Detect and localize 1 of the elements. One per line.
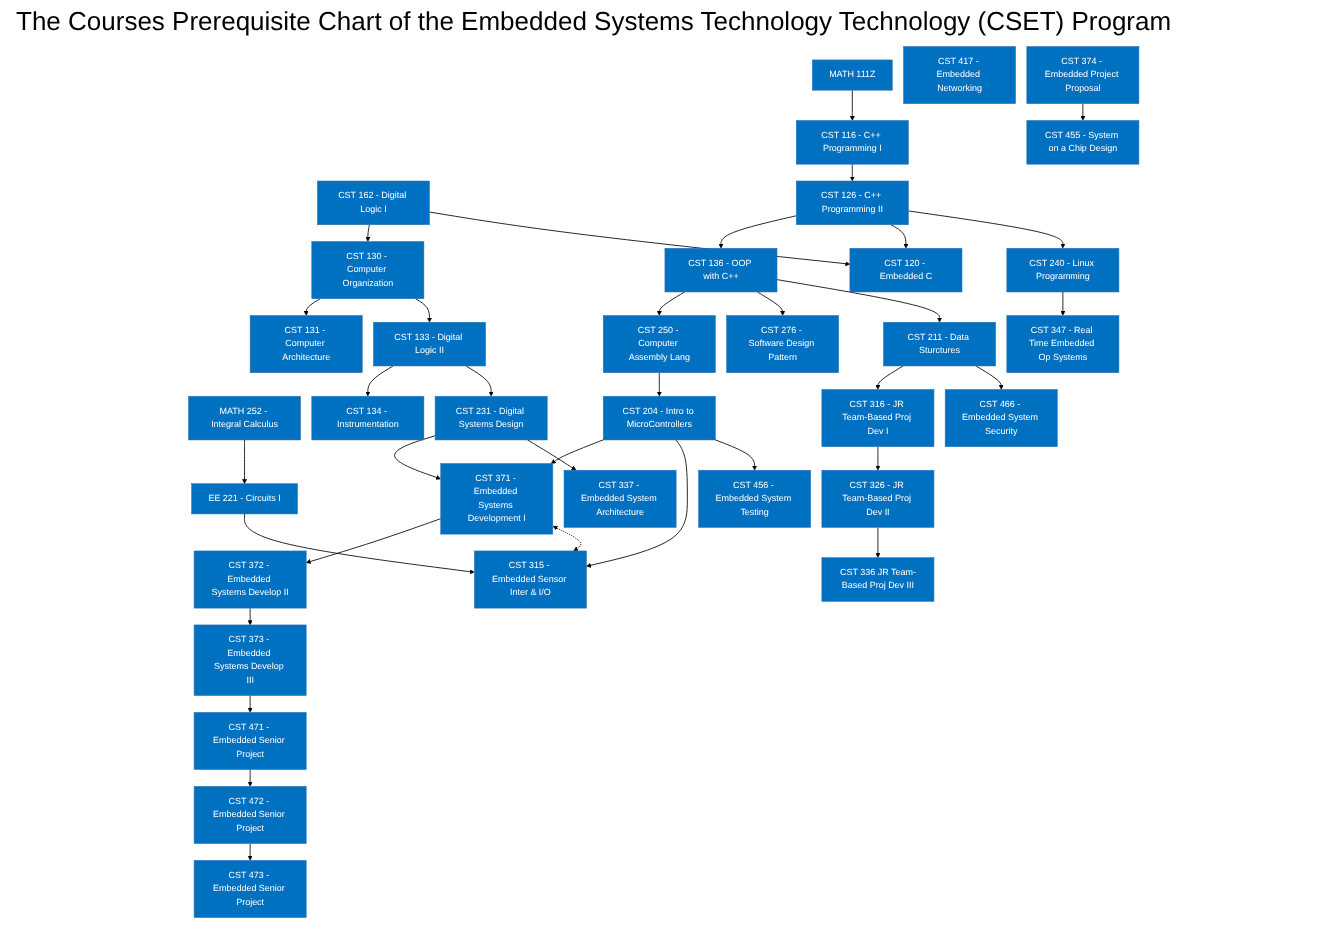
chart-title: The Courses Prerequisite Chart of the Embedded Systems Technology Technology (CSET) Program [16, 6, 1174, 36]
